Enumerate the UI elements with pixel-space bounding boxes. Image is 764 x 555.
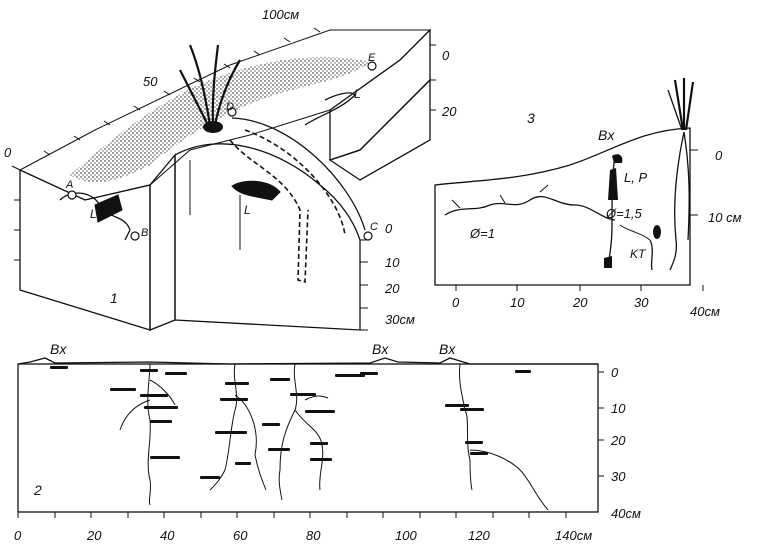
fig3-root2 (683, 131, 690, 241)
label-l-right: L (244, 203, 251, 217)
fig3-number: 3 (527, 110, 535, 126)
fig1-front-tick-20: 20 (384, 281, 400, 296)
front-scale-ticks (14, 44, 436, 331)
fig2-ticks (17, 371, 604, 518)
label-c: C (370, 221, 378, 233)
fig2-xtick-80: 80 (306, 528, 321, 543)
fig2-xtick-100: 100 (395, 528, 417, 543)
fig3-root4 (619, 224, 651, 241)
label-a: A (65, 179, 73, 191)
label-d: D (226, 101, 234, 113)
fig2-xtick-0: 0 (14, 528, 22, 543)
fig2-surface (17, 357, 598, 365)
entrance-c (363, 231, 373, 241)
fig3-ticks (455, 149, 704, 291)
tunnel-arch-inner (244, 129, 346, 236)
block-inner-face (149, 153, 176, 331)
label-l-left: L (90, 207, 97, 221)
fig3-chamber-bottom (604, 256, 612, 268)
nest-chamber-left (94, 194, 123, 223)
fig3-label-kt: KT (630, 247, 647, 261)
label-b: B (141, 227, 148, 239)
fig3-root3 (649, 239, 653, 271)
fig2-xtick-20: 20 (86, 528, 102, 543)
top-scale-ticks (11, 27, 321, 171)
burrow-far (304, 92, 356, 126)
fig3-label-d15: Ø=1,5 (605, 206, 643, 221)
fig3-xtick-10: 10 (510, 295, 525, 310)
fig2-xtick-40: 40 (160, 528, 175, 543)
fig2-bx-2: Bx (372, 341, 389, 357)
fig3-xtick-20: 20 (572, 295, 588, 310)
fig2-xtick-60: 60 (233, 528, 248, 543)
burrow-dashed (229, 139, 309, 284)
fig2-bx-3: Bx (439, 341, 456, 357)
spoil-band (70, 56, 370, 183)
fig3-xtick-30: 30 (634, 295, 649, 310)
fig2-ytick-40: 40см (611, 506, 641, 521)
fig2-ytick-30: 30 (611, 469, 626, 484)
plant-icon (179, 44, 241, 133)
cross-section-diagram: Bx Bx Bx 0 20 40 60 80 100 120 140см 0 1… (14, 341, 641, 543)
block-right-side (328, 78, 431, 181)
fig2-number: 2 (33, 482, 42, 498)
fig1-front-tick-30: 30см (385, 312, 415, 327)
tunnel-arch-outer (231, 117, 366, 231)
label-e: E (368, 52, 376, 64)
fig3-ytick-0: 0 (715, 148, 723, 163)
fig2-ytick-10: 10 (611, 401, 626, 416)
fig1-number: 1 (110, 290, 118, 306)
fig2-bx-1: Bx (50, 341, 67, 357)
fig1-front-tick-0: 0 (385, 221, 393, 236)
fig3-label-lp: L, P (624, 170, 647, 185)
fig2-frame (17, 363, 599, 513)
fig1-front-tick-10: 10 (385, 255, 400, 270)
block-diagram: 0 50 100см 0 20 0 10 20 30см A B C D E L… (4, 7, 457, 331)
fig2-roots (119, 363, 549, 511)
fig3-frame (434, 127, 691, 286)
profile-diagram: Bx L, P Ø=1,5 Ø=1 KT 0 10 см 0 10 20 30 … (434, 78, 742, 319)
fig3-root-branches (451, 184, 549, 209)
label-l-far: L (354, 87, 361, 101)
entrance-a (67, 190, 77, 200)
fig1-tick-50: 50 (143, 74, 158, 89)
fig3-xtick-0: 0 (452, 295, 460, 310)
fig3-plant-icon (667, 78, 695, 131)
fig2-chambers (50, 366, 531, 479)
fig3-bx: Bx (598, 127, 615, 143)
entrance-b (130, 231, 140, 241)
fig2-xtick-140: 140см (555, 528, 592, 543)
nest-chamber-right (231, 180, 281, 201)
fig3-chamber-top (612, 154, 623, 163)
fig3-ytick-10: 10 см (708, 210, 742, 225)
fig2-ytick-0: 0 (611, 365, 619, 380)
fig1-tick-100: 100см (262, 7, 299, 22)
entrance-e (367, 61, 377, 71)
fig3-nodule (653, 225, 661, 239)
fig3-chamber-lp (608, 168, 618, 200)
fig3-label-d1: Ø=1 (469, 226, 495, 241)
fig3-taproot (669, 131, 685, 271)
fig3-root-horizontal (444, 195, 616, 221)
fig1-right-tick-20: 20 (441, 104, 457, 119)
fig3-xtick-40: 40см (690, 304, 720, 319)
fig1-tick-0: 0 (4, 145, 12, 160)
entrance-d (227, 107, 237, 117)
fig1-right-tick-0: 0 (442, 48, 450, 63)
fig2-ytick-20: 20 (610, 433, 626, 448)
block-front-face-right (174, 143, 361, 331)
fig2-xtick-120: 120 (468, 528, 490, 543)
